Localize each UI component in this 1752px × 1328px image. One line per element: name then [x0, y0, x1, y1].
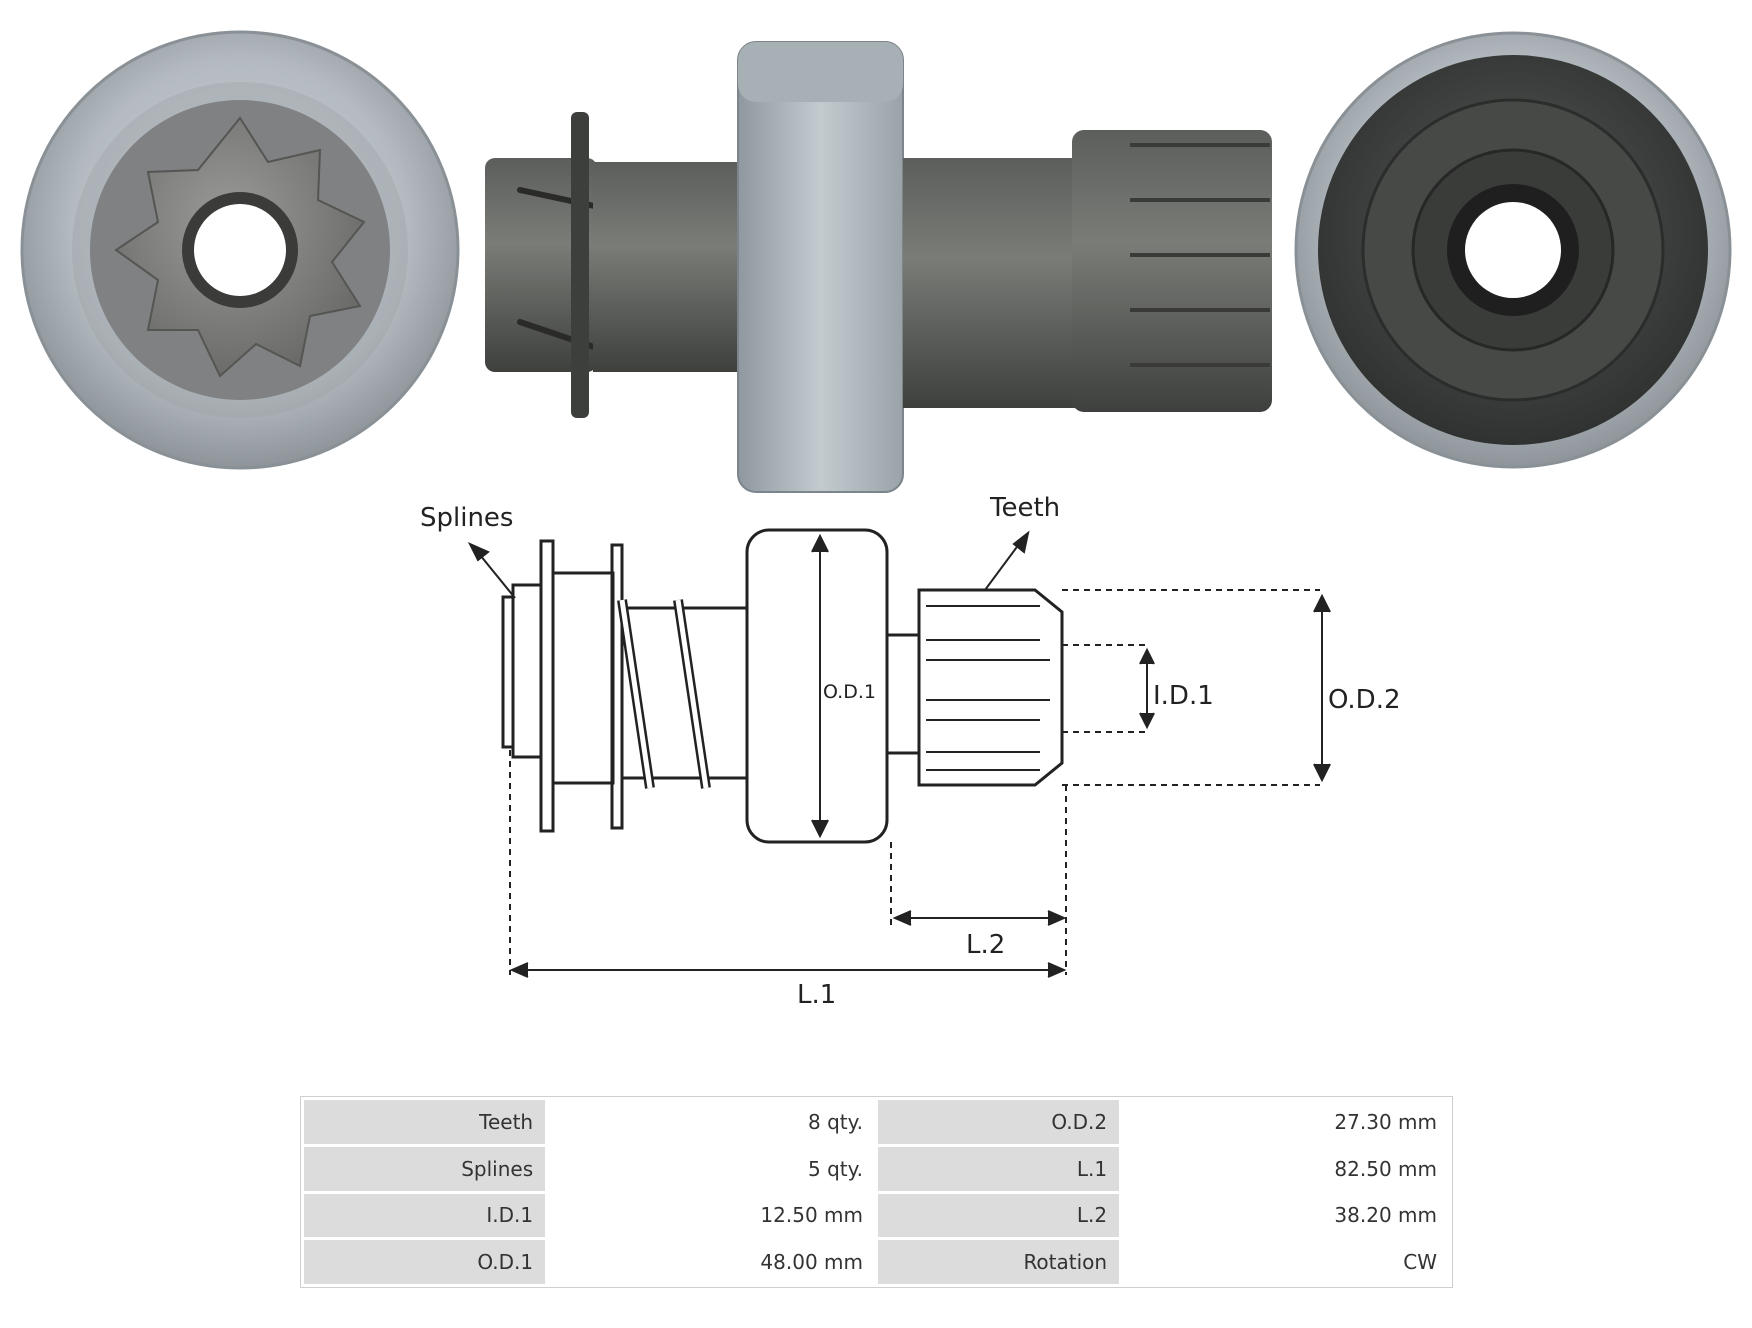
- table-row: Splines 5 qty. L.1 82.50 mm: [304, 1146, 1449, 1191]
- overrunning-clutch-housing: [737, 41, 904, 493]
- spec-value: 5 qty.: [548, 1146, 875, 1191]
- label-od1: O.D.1: [823, 681, 876, 703]
- table-row: O.D.1 48.00 mm Rotation CW: [304, 1240, 1449, 1284]
- spec-value: 12.50 mm: [548, 1193, 875, 1238]
- specifications-table: Teeth 8 qty. O.D.2 27.30 mm Splines 5 qt…: [300, 1096, 1453, 1288]
- dimension-labels: Splines Teeth O.D.1 I.D.1 O.D.2 L.2 L.1: [420, 493, 1401, 1010]
- pinion-gear-side: [1072, 130, 1272, 412]
- spec-value: 8 qty.: [548, 1100, 875, 1144]
- spec-key: L.1: [877, 1146, 1120, 1191]
- label-splines: Splines: [420, 503, 513, 533]
- spec-value: CW: [1122, 1240, 1449, 1284]
- spec-key: L.2: [877, 1193, 1120, 1238]
- spec-value: 27.30 mm: [1122, 1100, 1449, 1144]
- table-row: Teeth 8 qty. O.D.2 27.30 mm: [304, 1100, 1449, 1144]
- spec-key: Rotation: [877, 1240, 1120, 1284]
- spec-key: Splines: [304, 1146, 546, 1191]
- spec-key: O.D.2: [877, 1100, 1120, 1144]
- table-row: I.D.1 12.50 mm L.2 38.20 mm: [304, 1193, 1449, 1238]
- front-view-photo: [20, 30, 460, 470]
- spec-value: 82.50 mm: [1122, 1146, 1449, 1191]
- label-id1: I.D.1: [1153, 681, 1214, 711]
- spec-key: O.D.1: [304, 1240, 546, 1284]
- spec-value: 48.00 mm: [548, 1240, 875, 1284]
- label-l1: L.1: [797, 980, 836, 1010]
- label-od2: O.D.2: [1328, 685, 1401, 715]
- spec-key: I.D.1: [304, 1193, 546, 1238]
- spec-key: Teeth: [304, 1100, 546, 1144]
- side-view-photo: [485, 41, 1272, 493]
- label-l2: L.2: [966, 930, 1005, 960]
- dimension-lines: [467, 530, 1331, 978]
- spec-value: 38.20 mm: [1122, 1193, 1449, 1238]
- back-view-photo: [1294, 31, 1732, 469]
- label-teeth: Teeth: [989, 493, 1060, 523]
- technical-drawing: [501, 528, 1064, 844]
